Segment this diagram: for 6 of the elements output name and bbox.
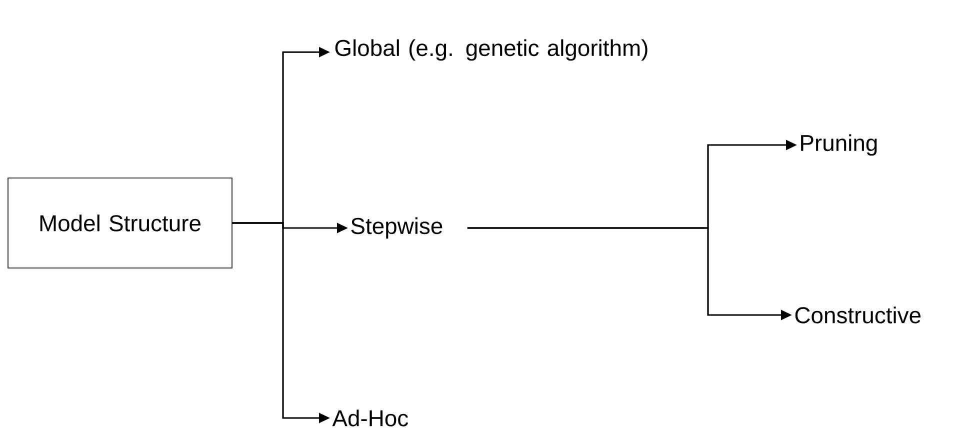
process-box: Model Structure bbox=[8, 178, 232, 268]
node-label: Global (e.g. genetic algorithm) bbox=[335, 39, 648, 61]
node-label: Constructive bbox=[795, 306, 921, 324]
node-label: Ad-Hoc bbox=[332, 410, 408, 426]
node-label: Pruning bbox=[801, 134, 877, 156]
node-label: Stepwise bbox=[351, 217, 442, 239]
